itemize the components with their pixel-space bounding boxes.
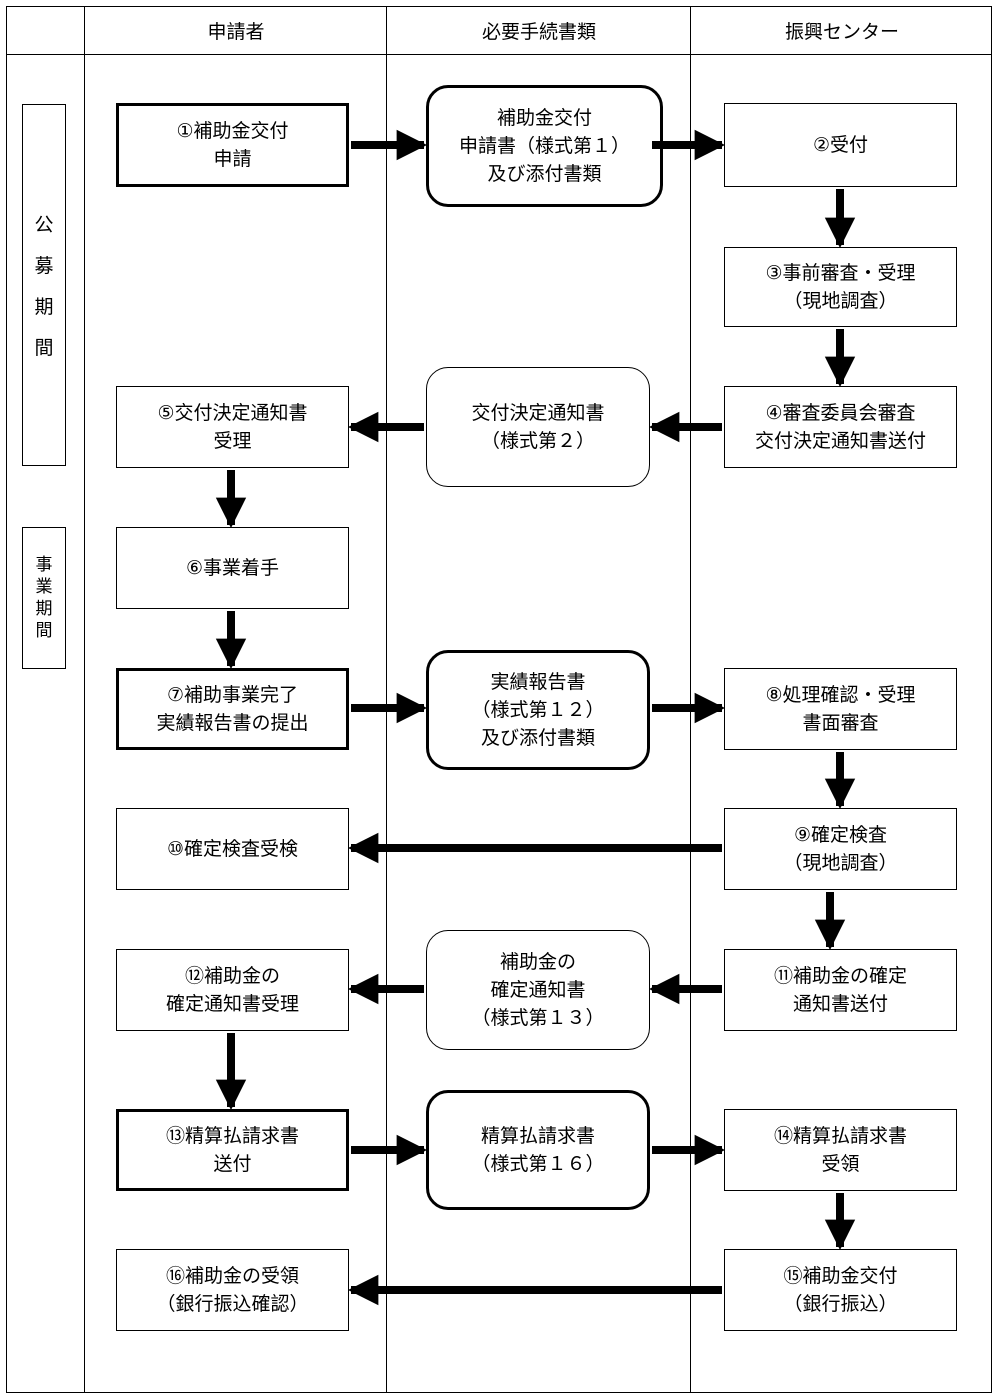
column-header-documents: 必要手続書類 bbox=[481, 20, 596, 43]
step-text: ⑫補助金の bbox=[184, 965, 280, 987]
doc-text: （様式第１２） bbox=[471, 699, 605, 721]
step-3-pre-review: ③事前審査・受理 （現地調査） bbox=[724, 247, 957, 327]
step-text: ④審査委員会審査 bbox=[765, 402, 916, 424]
doc-text: 交付決定通知書 bbox=[471, 402, 605, 424]
doc-decision-notice: 交付決定通知書 （様式第２） bbox=[426, 367, 650, 487]
step-text: ②受付 bbox=[812, 134, 869, 156]
step-text: ⑧処理確認・受理 bbox=[765, 684, 916, 706]
period-business-char: 事 bbox=[35, 555, 53, 575]
step-8-processing-review: ⑧処理確認・受理 書面審査 bbox=[724, 668, 957, 750]
step-text: 申請 bbox=[213, 148, 252, 170]
period-public-char: 間 bbox=[34, 337, 54, 359]
step-text: 書面審査 bbox=[802, 712, 879, 734]
step-text: ⑦補助事業完了 bbox=[166, 684, 299, 706]
step-text: ⑤交付決定通知書 bbox=[157, 402, 308, 424]
period-business-char: 期 bbox=[35, 599, 53, 619]
column-header-applicant: 申請者 bbox=[207, 20, 265, 43]
step-text: 確定通知書受理 bbox=[165, 993, 299, 1015]
flowchart-frame bbox=[6, 6, 992, 1393]
step-text: ①補助金交付 bbox=[176, 120, 289, 142]
step-text: ③事前審査・受理 bbox=[765, 262, 916, 284]
step-4-committee-review: ④審査委員会審査 交付決定通知書送付 bbox=[724, 386, 957, 468]
column-header-center: 振興センター bbox=[784, 20, 899, 43]
step-14-settlement-claim-receipt: ⑭精算払請求書 受領 bbox=[724, 1109, 957, 1191]
doc-confirmation-notice: 補助金の 確定通知書 （様式第１３） bbox=[426, 930, 650, 1050]
step-text: （銀行振込） bbox=[783, 1293, 898, 1315]
period-public-char: 期 bbox=[34, 296, 54, 318]
step-text: 送付 bbox=[213, 1153, 252, 1175]
step-text: 通知書送付 bbox=[792, 993, 888, 1015]
doc-text: 精算払請求書 bbox=[480, 1125, 595, 1147]
step-text: （現地調査） bbox=[783, 852, 898, 874]
period-business-char: 業 bbox=[35, 577, 53, 597]
column-divider-documents bbox=[690, 6, 691, 1393]
step-10-inspection-undergo: ⑩確定検査受検 bbox=[116, 808, 349, 890]
step-text: ⑬精算払請求書 bbox=[165, 1125, 299, 1147]
doc-text: （様式第１３） bbox=[471, 1007, 605, 1029]
doc-text: （様式第１６） bbox=[471, 1153, 605, 1175]
period-public-char: 公 bbox=[34, 214, 54, 236]
step-13-settlement-claim-send: ⑬精算払請求書 送付 bbox=[116, 1109, 349, 1191]
step-text: 実績報告書の提出 bbox=[156, 712, 309, 734]
step-text: （銀行振込確認） bbox=[156, 1293, 309, 1315]
step-text: ⑪補助金の確定 bbox=[773, 965, 907, 987]
step-text: ⑭精算払請求書 bbox=[773, 1125, 907, 1147]
step-16-subsidy-receipt: ⑯補助金の受領 （銀行振込確認） bbox=[116, 1249, 349, 1331]
period-public-char: 募 bbox=[34, 255, 54, 277]
column-divider-applicant bbox=[386, 6, 387, 1393]
step-11-confirmation-send: ⑪補助金の確定 通知書送付 bbox=[724, 949, 957, 1031]
step-text: ⑩確定検査受検 bbox=[166, 838, 299, 860]
doc-text: （様式第２） bbox=[480, 430, 595, 452]
period-business: 事 業 期 間 bbox=[22, 527, 66, 669]
doc-text: 実績報告書 bbox=[490, 671, 586, 693]
step-text: 受理 bbox=[213, 430, 252, 452]
step-text: （現地調査） bbox=[783, 290, 898, 312]
column-divider-period bbox=[84, 6, 85, 1393]
step-9-final-inspection: ⑨確定検査 （現地調査） bbox=[724, 808, 957, 890]
doc-text: 補助金交付 bbox=[496, 107, 592, 129]
step-15-subsidy-payment: ⑮補助金交付 （銀行振込） bbox=[724, 1249, 957, 1331]
step-text: 交付決定通知書送付 bbox=[754, 430, 926, 452]
step-text: 受領 bbox=[821, 1153, 860, 1175]
doc-text: 補助金の bbox=[499, 951, 576, 973]
doc-text: 及び添付書類 bbox=[480, 727, 595, 749]
step-5-decision-notice-receipt: ⑤交付決定通知書 受理 bbox=[116, 386, 349, 468]
step-text: ⑨確定検査 bbox=[793, 824, 888, 846]
doc-text: 確定通知書 bbox=[490, 979, 586, 1001]
step-text: ⑥事業着手 bbox=[185, 557, 280, 579]
step-6-project-start: ⑥事業着手 bbox=[116, 527, 349, 609]
step-12-confirmation-receipt: ⑫補助金の 確定通知書受理 bbox=[116, 949, 349, 1031]
period-business-char: 間 bbox=[35, 621, 53, 641]
step-1-subsidy-application: ①補助金交付 申請 bbox=[116, 103, 349, 187]
period-public-recruitment: 公 募 期 間 bbox=[22, 104, 66, 466]
doc-text: 及び添付書類 bbox=[487, 163, 602, 185]
step-text: ⑮補助金交付 bbox=[783, 1265, 898, 1287]
doc-application-form: 補助金交付 申請書（様式第１） 及び添付書類 bbox=[426, 85, 663, 207]
step-text: ⑯補助金の受領 bbox=[165, 1265, 299, 1287]
doc-settlement-claim: 精算払請求書 （様式第１６） bbox=[426, 1090, 650, 1210]
header-divider bbox=[6, 54, 992, 55]
doc-text: 申請書（様式第１） bbox=[458, 135, 630, 157]
step-7-completion-report: ⑦補助事業完了 実績報告書の提出 bbox=[116, 668, 349, 750]
doc-performance-report: 実績報告書 （様式第１２） 及び添付書類 bbox=[426, 650, 650, 770]
